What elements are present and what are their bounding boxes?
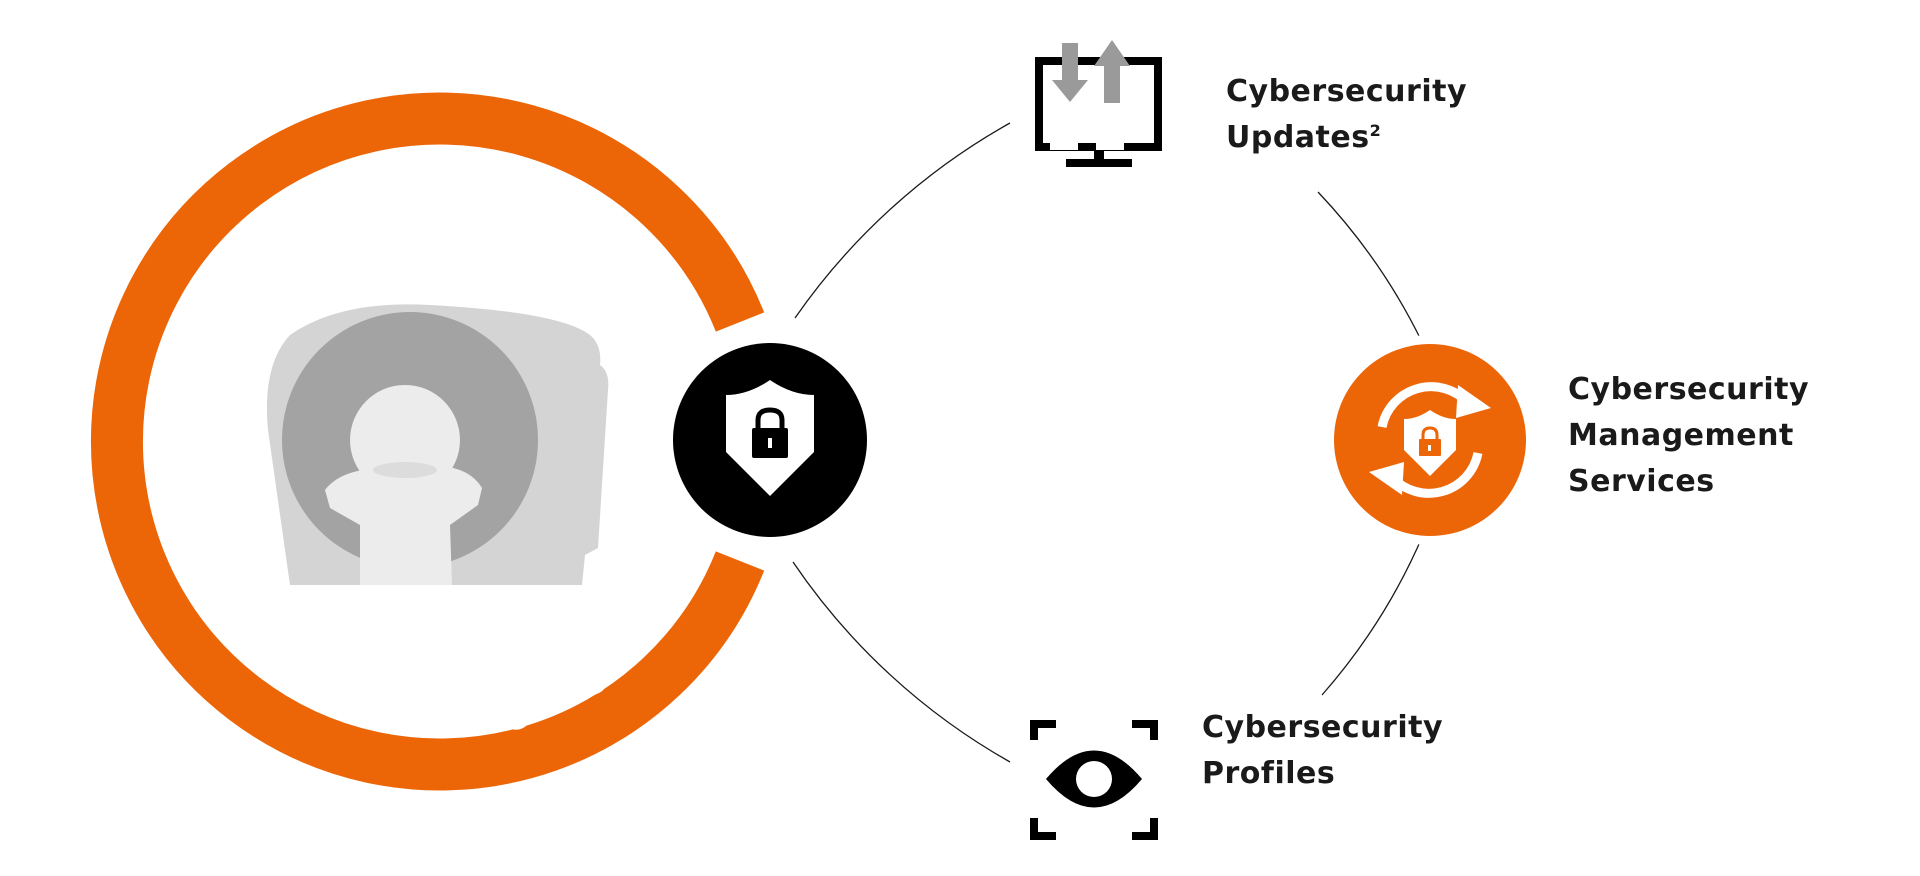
profiles-label: Cybersecurity Profiles: [1202, 705, 1443, 797]
arc-hub-to-updates: [794, 122, 1011, 319]
updates-label-line2: Updates: [1226, 120, 1370, 155]
scanner-table: [325, 466, 482, 585]
connector-arcs: [792, 122, 1424, 763]
refresh-shield-lock-icon: [1369, 382, 1491, 498]
eye-iris: [1076, 761, 1112, 797]
updates-label-line1: Cybersecurity: [1226, 74, 1468, 109]
upload-arrow: [1094, 40, 1130, 103]
scanner-headrest: [373, 462, 437, 478]
updates-label: Cybersecurity Updates2: [1226, 69, 1467, 161]
orange-ring-arc: [90, 92, 765, 791]
arc-hub-to-profiles: [792, 561, 1011, 763]
management-label-line3: Services: [1568, 464, 1715, 499]
management-node: [1325, 335, 1535, 545]
arc-management-to-profiles: [1321, 534, 1424, 696]
profiles-label-line1: Cybersecurity: [1202, 710, 1444, 745]
management-label: Cybersecurity Management Services: [1568, 367, 1809, 505]
management-label-line2: Management: [1568, 418, 1794, 453]
management-label-line1: Cybersecurity: [1568, 372, 1810, 407]
profiles-label-line2: Profiles: [1202, 756, 1336, 791]
arc-updates-to-management: [1317, 191, 1423, 343]
download-arrow: [1052, 43, 1088, 102]
ct-scanner-illustration: [266, 304, 609, 585]
shield-lock-icon: [726, 380, 814, 496]
hub-node: [660, 330, 880, 550]
monitor-download-upload-icon: [1035, 40, 1162, 167]
updates-footnote: 2: [1369, 121, 1382, 140]
eye-focus-icon: [1030, 720, 1158, 840]
